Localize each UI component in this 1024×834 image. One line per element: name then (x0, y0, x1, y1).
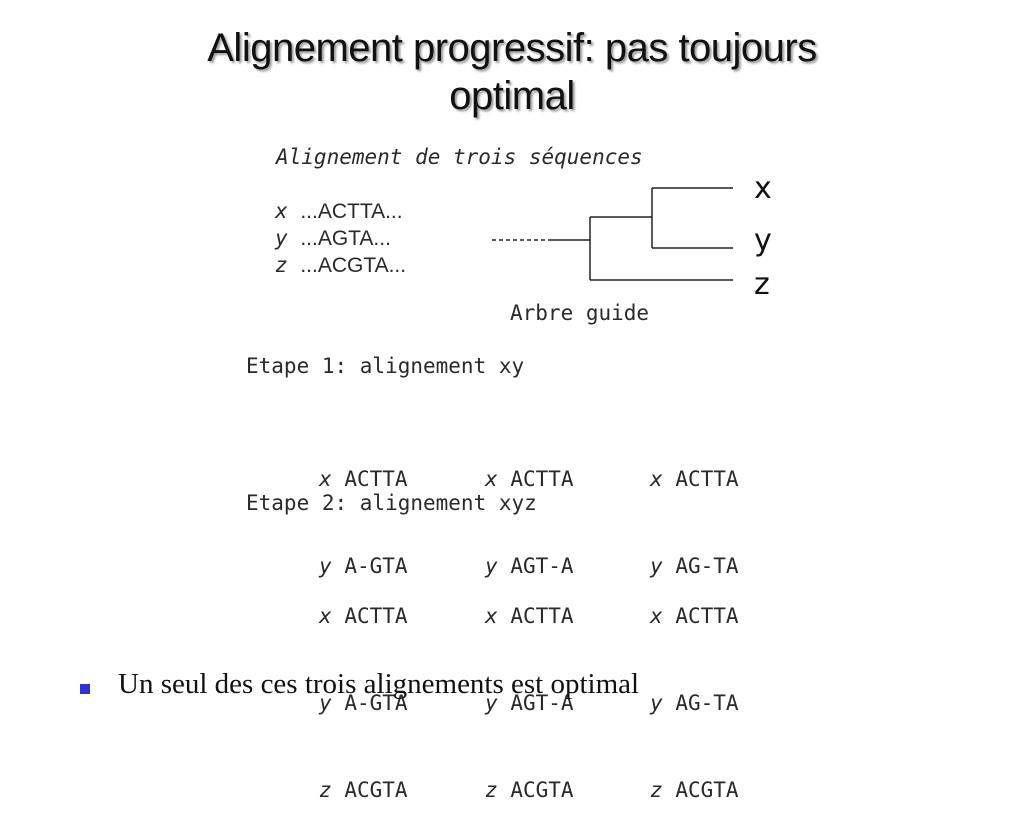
alignment-label: x (485, 467, 498, 491)
tree-caption: Arbre guide (510, 301, 650, 325)
figure-caption: Alignement de trois séquences (276, 145, 643, 169)
alignment-label: x (650, 467, 663, 491)
guide-tree (492, 187, 733, 281)
tree-leaf-x: x (754, 171, 772, 206)
alignment-row: y AG-TA (650, 552, 739, 581)
step2-heading: Etape 2: alignement xyz (246, 491, 537, 515)
alignment-label: y (650, 691, 663, 715)
alignment-label: y (650, 554, 663, 578)
step1-alignment-1: x ACTTA y A-GTA (319, 407, 408, 610)
sequence-x: x ...ACTTA... (275, 198, 406, 225)
alignment-row: z ACGTA (319, 776, 408, 805)
alignment-row: x ACTTA (485, 465, 574, 494)
sequence-text: ...AGTA... (300, 227, 391, 250)
alignment-seq: A-GTA (344, 691, 408, 715)
step1-alignment-2: x ACTTA y AGT-A (485, 407, 574, 610)
input-sequences: x ...ACTTA... y ...AGTA... z ...ACGTA... (275, 198, 406, 279)
alignment-row: y AGT-A (485, 689, 574, 718)
alignment-label: z (485, 778, 498, 802)
alignment-row: x ACTTA (485, 602, 574, 631)
alignment-seq: ACTTA (344, 604, 408, 628)
slide-title: Alignement progressif: pas toujours opti… (0, 24, 1024, 120)
alignment-label: y (319, 691, 332, 715)
alignment-label: z (319, 778, 332, 802)
alignment-seq: ACTTA (510, 604, 574, 628)
alignment-seq: AG-TA (675, 554, 739, 578)
sequence-z: z ...ACGTA... (275, 252, 406, 279)
alignment-label: x (319, 467, 332, 491)
alignment-row: z ACGTA (485, 776, 574, 805)
alignment-seq: ACGTA (510, 778, 574, 802)
alignment-label: y (485, 554, 498, 578)
alignment-label: x (650, 604, 663, 628)
step1-alignment-3: x ACTTA y AG-TA (650, 407, 739, 610)
alignment-row: x ACTTA (650, 602, 739, 631)
alignment-seq: ACTTA (675, 467, 739, 491)
tree-leaf-z: z (754, 267, 770, 302)
alignment-seq: ACTTA (344, 467, 408, 491)
alignment-row: y AGT-A (485, 552, 574, 581)
alignment-label: x (319, 604, 332, 628)
slide-title-line1: Alignement progressif: pas toujours (207, 26, 817, 70)
alignment-row: y AG-TA (650, 689, 739, 718)
sequence-label: y (275, 226, 288, 250)
alignment-seq: ACGTA (344, 778, 408, 802)
alignment-seq: ACGTA (675, 778, 739, 802)
alignment-seq: ACTTA (510, 467, 574, 491)
sequence-label: z (275, 253, 288, 277)
alignment-row: y A-GTA (319, 552, 408, 581)
alignment-seq: AG-TA (675, 691, 739, 715)
alignment-label: y (485, 691, 498, 715)
step2-alignment-3: x ACTTA y AG-TA z ACGTA (650, 544, 739, 834)
alignment-seq: ACTTA (675, 604, 739, 628)
sequence-y: y ...AGTA... (275, 225, 406, 252)
alignment-row: x ACTTA (650, 465, 739, 494)
alignment-row: y A-GTA (319, 689, 408, 718)
bullet-text: Un seul des ces trois alignements est op… (118, 668, 640, 700)
slide-title-line2: optimal (449, 74, 575, 118)
alignment-seq: AGT-A (510, 554, 574, 578)
alignment-row: z ACGTA (650, 776, 739, 805)
bullet-square-icon (80, 684, 90, 694)
alignment-seq: A-GTA (344, 554, 408, 578)
step1-heading: Etape 1: alignement xy (246, 354, 525, 378)
sequence-label: x (275, 199, 288, 223)
alignment-row: x ACTTA (319, 602, 408, 631)
sequence-text: ...ACTTA... (300, 200, 403, 223)
alignment-label: z (650, 778, 663, 802)
tree-leaf-y: y (754, 223, 772, 258)
alignment-row: x ACTTA (319, 465, 408, 494)
alignment-seq: AGT-A (510, 691, 574, 715)
alignment-label: x (485, 604, 498, 628)
sequence-text: ...ACGTA... (300, 254, 407, 277)
alignment-label: y (319, 554, 332, 578)
